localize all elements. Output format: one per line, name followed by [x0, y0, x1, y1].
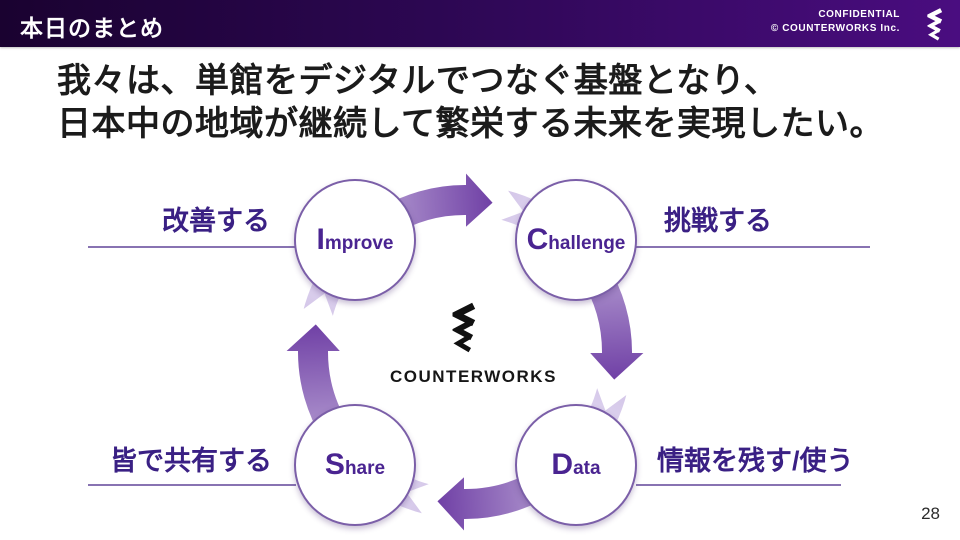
- cycle-node-share: Share: [294, 404, 416, 526]
- mission-statement: 我々は、単館をデジタルでつなぐ基盤となり、 日本中の地域が継続して繁栄する未来を…: [57, 60, 884, 146]
- page-number: 28: [921, 504, 940, 523]
- node-improve-text: Improve: [317, 223, 394, 257]
- node-data-rest: ata: [573, 458, 601, 479]
- label-data: 情報を残す/使う: [657, 446, 854, 476]
- node-challenge-initial: C: [526, 223, 549, 256]
- mission-line-2: 日本中の地域が継続して繁栄する未来を実現したい。: [57, 105, 884, 143]
- node-data-initial: D: [551, 448, 574, 481]
- confidential-block: CONFIDENTIAL © COUNTERWORKS Inc.: [771, 8, 900, 36]
- counterworks-mark-icon: [451, 301, 479, 353]
- cycle-node-challenge: Challenge: [515, 179, 637, 301]
- node-share-initial: S: [324, 448, 345, 481]
- node-challenge-rest: hallenge: [548, 233, 626, 254]
- center-logo: COUNTERWORKS: [390, 301, 557, 387]
- label-challenge: 挑戦する: [664, 206, 772, 236]
- node-challenge-text: Challenge: [527, 223, 626, 257]
- header-bar: 本日のまとめ CONFIDENTIAL © COUNTERWORKS Inc.: [0, 0, 960, 47]
- line-improve: [88, 246, 296, 248]
- confidential-label: CONFIDENTIAL: [818, 9, 900, 20]
- cycle-node-data: Data: [515, 404, 637, 526]
- line-data: [636, 484, 841, 486]
- copyright-label: © COUNTERWORKS Inc.: [770, 23, 900, 34]
- line-challenge: [636, 246, 870, 248]
- label-improve: 改善する: [162, 206, 270, 236]
- center-logo-text: COUNTERWORKS: [390, 367, 557, 386]
- label-share: 皆で共有する: [110, 446, 272, 476]
- node-data-text: Data: [551, 448, 600, 482]
- node-share-text: Share: [325, 448, 385, 482]
- slide-title: 本日のまとめ: [20, 15, 164, 41]
- line-share: [88, 484, 296, 486]
- node-share-rest: hare: [344, 458, 386, 479]
- node-improve-initial: I: [316, 223, 325, 256]
- node-improve-rest: mprove: [324, 233, 394, 254]
- cycle-node-improve: Improve: [294, 179, 416, 301]
- mission-line-1: 我々は、単館をデジタルでつなぐ基盤となり、: [57, 62, 779, 100]
